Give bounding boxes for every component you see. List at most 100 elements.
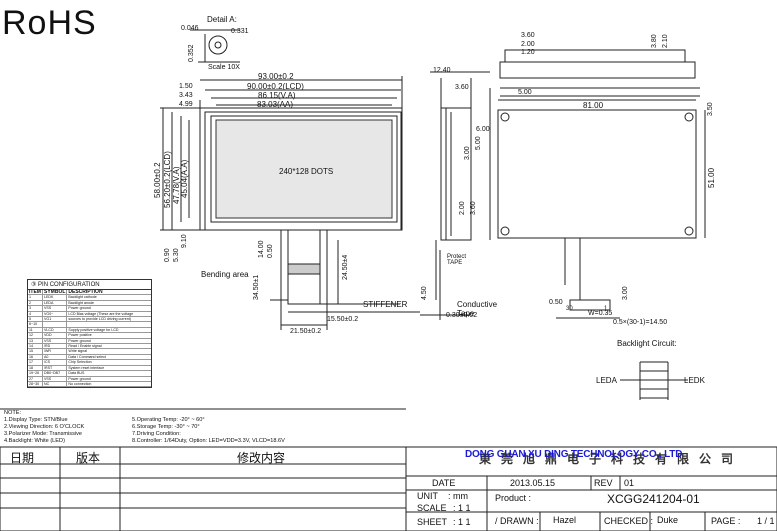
- dim-v2: 5.30: [173, 248, 180, 262]
- pin-item: 17: [28, 359, 43, 366]
- dim-w-outer: 93.00±0.2: [258, 72, 294, 81]
- pin-symbol: /CS: [42, 359, 68, 366]
- revision-date-header: 日期: [10, 451, 35, 465]
- revision-ver-header: 版本: [76, 451, 101, 465]
- back-dim-300: 3.00: [622, 286, 629, 300]
- pin-row: 6~10: [28, 321, 151, 328]
- checked-label: CHECKED :: [604, 516, 654, 526]
- pin-symbol: A0: [42, 354, 68, 361]
- dim-h-aa: 45.04(A.A): [180, 159, 189, 198]
- pin-desc: Write signal: [66, 348, 151, 355]
- pin-item: 14: [28, 343, 43, 350]
- pin-desc: Backlight anode: [66, 300, 151, 307]
- pin-desc: sources to provide LCD driving current): [66, 316, 151, 323]
- note-3: 3.Polarizer Mode: Transmissive: [4, 431, 83, 437]
- side-d4: 3.00: [464, 146, 471, 160]
- top-a: 3.60: [521, 32, 535, 39]
- pin-symbol: VDD: [42, 332, 68, 339]
- drawn-label: / DRAWN :: [495, 516, 539, 526]
- top-d: 5.00: [518, 89, 532, 96]
- detail-dim-c: 0.352: [188, 44, 195, 62]
- detail-a-title: Detail A:: [207, 15, 237, 24]
- side-d7: 3.60: [470, 201, 477, 215]
- pin-symbol: LEDA: [42, 300, 68, 307]
- bending-area-label: Bending area: [201, 270, 249, 279]
- back-w: 81.00: [583, 101, 604, 110]
- back-pitch-a: 0.50: [549, 299, 563, 306]
- side-d6: 2.00: [459, 201, 466, 215]
- pin-symbol: VG0~: [42, 311, 68, 318]
- pin-desc: Data / Command select: [66, 354, 151, 361]
- pin-symbol: VG1: [42, 316, 68, 323]
- note-2: 2.Viewing Direction: 6 O'CLOCK: [4, 424, 85, 430]
- dim-off2: 3.43: [179, 92, 193, 99]
- pin-item: 1: [28, 294, 43, 301]
- detail-a-circle: [208, 35, 228, 55]
- backlight-leda: LEDA: [596, 376, 617, 385]
- detail-scale: Scale 10X: [208, 64, 240, 71]
- side-view: [440, 107, 472, 241]
- pin-item: 13: [28, 338, 43, 345]
- rohs-logo: RoHS: [2, 4, 97, 42]
- pin-item: 12: [28, 332, 43, 339]
- unit-label: UNIT: [417, 491, 438, 501]
- date-value: 2013.05.15: [510, 478, 556, 488]
- pin-col-desc: DESCRIPTION: [66, 290, 151, 296]
- pin-symbol: LEDK: [42, 294, 68, 301]
- fpc-dim-c: 34.50±1: [253, 274, 260, 300]
- pin-symbol: /RD: [42, 343, 68, 350]
- pin-col-item: ITEM: [28, 290, 43, 296]
- sheet-value: : 1 1: [453, 517, 471, 527]
- note-5: 5.Operating Temp: -20° ~ 60°: [132, 417, 205, 423]
- note-7: 7.Driving Condition:: [132, 431, 181, 437]
- revision-content-header: 修改内容: [237, 451, 286, 465]
- fpc-dim-d: 24.50±4: [342, 254, 349, 280]
- pin-desc: Power positive: [66, 332, 151, 339]
- fpc-dim-a: 14.00: [258, 240, 265, 258]
- back-t2: 2.10: [662, 34, 669, 48]
- fpc-dim-b: 0.50: [267, 244, 274, 258]
- dim-off3: 4.99: [179, 101, 193, 108]
- stiffener-label: STIFFENER: [363, 300, 408, 309]
- side-d2: 3.60: [455, 84, 469, 91]
- pin-symbol: [42, 321, 68, 328]
- pin-item: 28~30: [28, 381, 43, 388]
- pin-desc: [66, 321, 151, 328]
- product-label: Product :: [495, 493, 532, 503]
- pin-item: 11: [28, 327, 43, 334]
- pin-col-symbol: SYMBOL: [42, 290, 68, 296]
- pin-configuration-table: ③ PIN CONFIGURATION ITEM SYMBOL DESCRIPT…: [27, 279, 152, 389]
- pin-symbol: VSS: [42, 376, 68, 382]
- pin-item: 27: [28, 376, 43, 382]
- dim-030: 0.30±0.02: [446, 312, 478, 319]
- tape-label: Tape: [457, 309, 475, 318]
- dim-h-outer: 58.00±0.2: [153, 162, 162, 198]
- pin-symbol: VSS: [42, 305, 68, 312]
- side-d1: 12.40: [433, 67, 451, 74]
- notes-title: NOTE:: [4, 410, 22, 416]
- scale-label: SCALE: [417, 503, 447, 513]
- top-b: 2.00: [521, 41, 535, 48]
- pin-item: 6~10: [28, 321, 43, 328]
- unit-value: : mm: [448, 491, 468, 501]
- dim-v3: 9.10: [181, 234, 188, 248]
- fpc-dim-f: 21.50±0.2: [290, 328, 322, 335]
- back-pin-1: 1: [604, 306, 608, 312]
- backlight-ledk: LEDK: [684, 376, 705, 385]
- pin-symbol: VLCD: [42, 327, 68, 334]
- pin-desc: System reset interface: [66, 365, 151, 372]
- pin-desc: Power ground: [66, 376, 151, 382]
- pin-item: 15: [28, 348, 43, 355]
